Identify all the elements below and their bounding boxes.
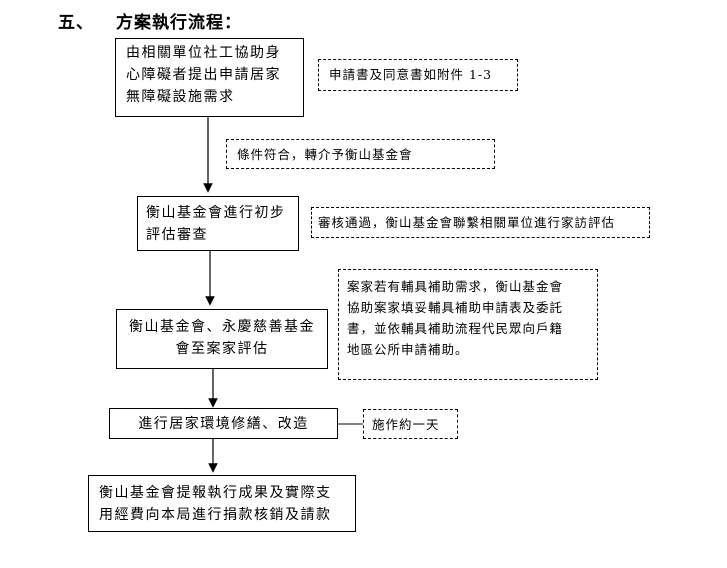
note-home-visit-text: 審核通過，衡山基金會聯繫相關單位進行家訪評估 bbox=[318, 215, 616, 230]
note-duration: 施作約一天 bbox=[363, 409, 458, 439]
step-2-box: 衡山基金會進行初步 評估審查 bbox=[137, 196, 299, 251]
note-attachments-text: 申請書及同意書如附件 1-3 bbox=[329, 67, 493, 82]
note-attachments: 申請書及同意書如附件 1-3 bbox=[318, 59, 518, 91]
note-assistive-line-2: 協助案家填妥輔具補助申請表及委託 bbox=[347, 300, 564, 315]
note-referral: 條件符合，轉介予衡山基金會 bbox=[226, 139, 495, 169]
note-assistive-devices: 案家若有輔具補助需求，衡山基金會 協助案家填妥輔具補助申請表及委託 書，並依輔具… bbox=[338, 269, 598, 380]
note-assistive-line-4: 地區公所申請補助。 bbox=[347, 342, 469, 357]
step-4-line-1: 進行居家環境修繕、改造 bbox=[138, 416, 309, 432]
step-5-line-2: 用經費向本局進行捐款核銷及請款 bbox=[99, 507, 332, 523]
note-assistive-line-1: 案家若有輔具補助需求，衡山基金會 bbox=[347, 279, 564, 294]
section-heading: 五、 方案執行流程： bbox=[58, 8, 242, 33]
note-duration-text: 施作約一天 bbox=[372, 417, 440, 432]
step-1-line-2: 心障礙者提出申請居家 bbox=[126, 67, 281, 83]
step-5-box: 衡山基金會提報執行成果及實際支 用經費向本局進行捐款核銷及請款 bbox=[88, 475, 356, 532]
step-3-line-2: 會至案家評估 bbox=[175, 341, 269, 357]
step-5-line-1: 衡山基金會提報執行成果及實際支 bbox=[99, 485, 332, 501]
step-1-line-3: 無障礙設施需求 bbox=[126, 89, 235, 105]
step-3-box: 衡山基金會、永慶慈善基金 會至案家評估 bbox=[116, 309, 328, 369]
note-assistive-line-3: 書，並依輔具補助流程代民眾向戶籍 bbox=[347, 321, 564, 336]
step-1-line-1: 由相關單位社工協助身 bbox=[126, 45, 281, 61]
step-3-line-1: 衡山基金會、永慶慈善基金 bbox=[129, 319, 315, 335]
step-4-box: 進行居家環境修繕、改造 bbox=[109, 408, 338, 439]
step-1-box: 由相關單位社工協助身 心障礙者提出申請居家 無障礙設施需求 bbox=[115, 38, 304, 117]
note-referral-text: 條件符合，轉介予衡山基金會 bbox=[237, 147, 413, 162]
section-title: 方案執行流程： bbox=[116, 13, 242, 33]
note-home-visit: 審核通過，衡山基金會聯繫相關單位進行家訪評估 bbox=[311, 207, 650, 238]
step-2-line-1: 衡山基金會進行初步 bbox=[146, 205, 286, 221]
section-number: 五、 bbox=[58, 13, 94, 33]
step-2-line-2: 評估審查 bbox=[146, 227, 208, 243]
